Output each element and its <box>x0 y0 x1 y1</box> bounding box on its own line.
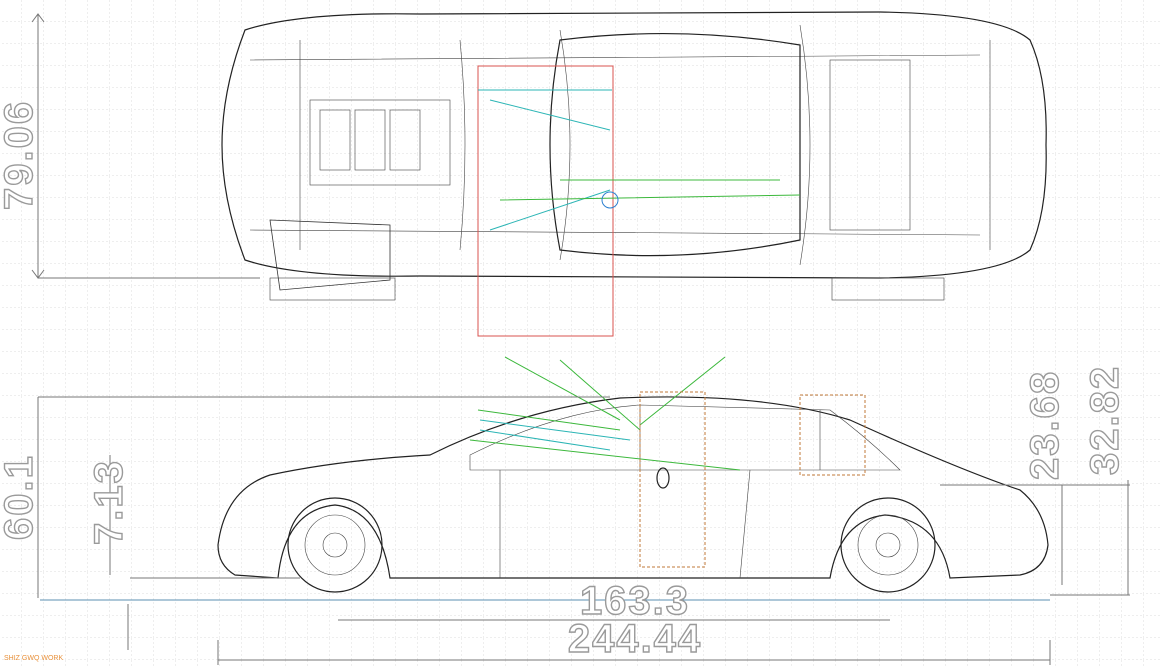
credit-text: SHIZ GWQ WORK <box>4 655 64 662</box>
overall-length-label: 244.44 <box>568 617 702 661</box>
top-view-car <box>221 11 1047 337</box>
rear-total-height-label: 32.82 <box>1083 365 1127 475</box>
side-height-label: 60.1 <box>0 454 41 540</box>
rear-height-label: 23.68 <box>1023 370 1067 480</box>
top-width-label: 79.06 <box>0 100 41 210</box>
top-width-dimension-line <box>31 13 260 279</box>
side-dimension-lines <box>37 396 1130 665</box>
ground-clearance-label: 7.13 <box>87 459 131 545</box>
side-view-car <box>217 356 1049 593</box>
wheelbase-label: 163.3 <box>580 579 690 623</box>
